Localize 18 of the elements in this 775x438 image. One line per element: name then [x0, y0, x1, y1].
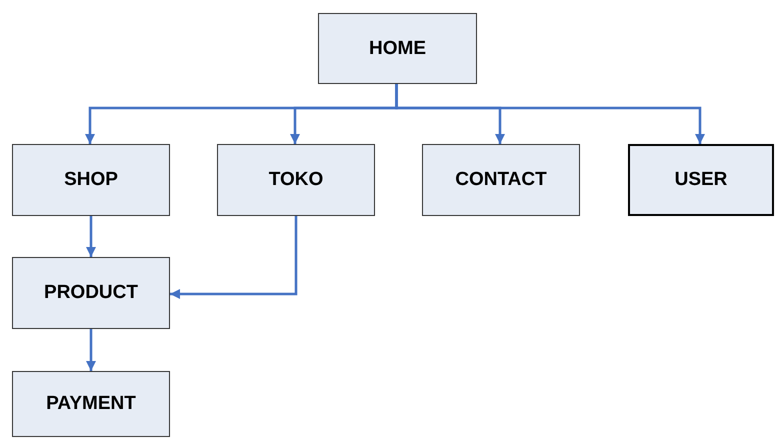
page-label: HOME: [369, 38, 426, 60]
page-box: [318, 13, 477, 84]
page-box: [628, 144, 774, 216]
page-box: [12, 257, 170, 329]
page-box: [12, 371, 170, 437]
page-label: SHOP: [64, 169, 118, 191]
page-box: [217, 144, 375, 216]
page-box: [12, 144, 170, 216]
page-label: CONTACT: [455, 169, 547, 191]
page-label: PAYMENT: [46, 393, 136, 415]
page-label: PRODUCT: [44, 282, 138, 304]
arrow: [395, 84, 705, 144]
page-label: USER: [674, 169, 728, 191]
page-box: [422, 144, 580, 216]
arrow: [86, 216, 96, 257]
page-label: TOKO: [268, 169, 324, 191]
arrow: [86, 329, 96, 371]
arrow: [170, 216, 298, 299]
